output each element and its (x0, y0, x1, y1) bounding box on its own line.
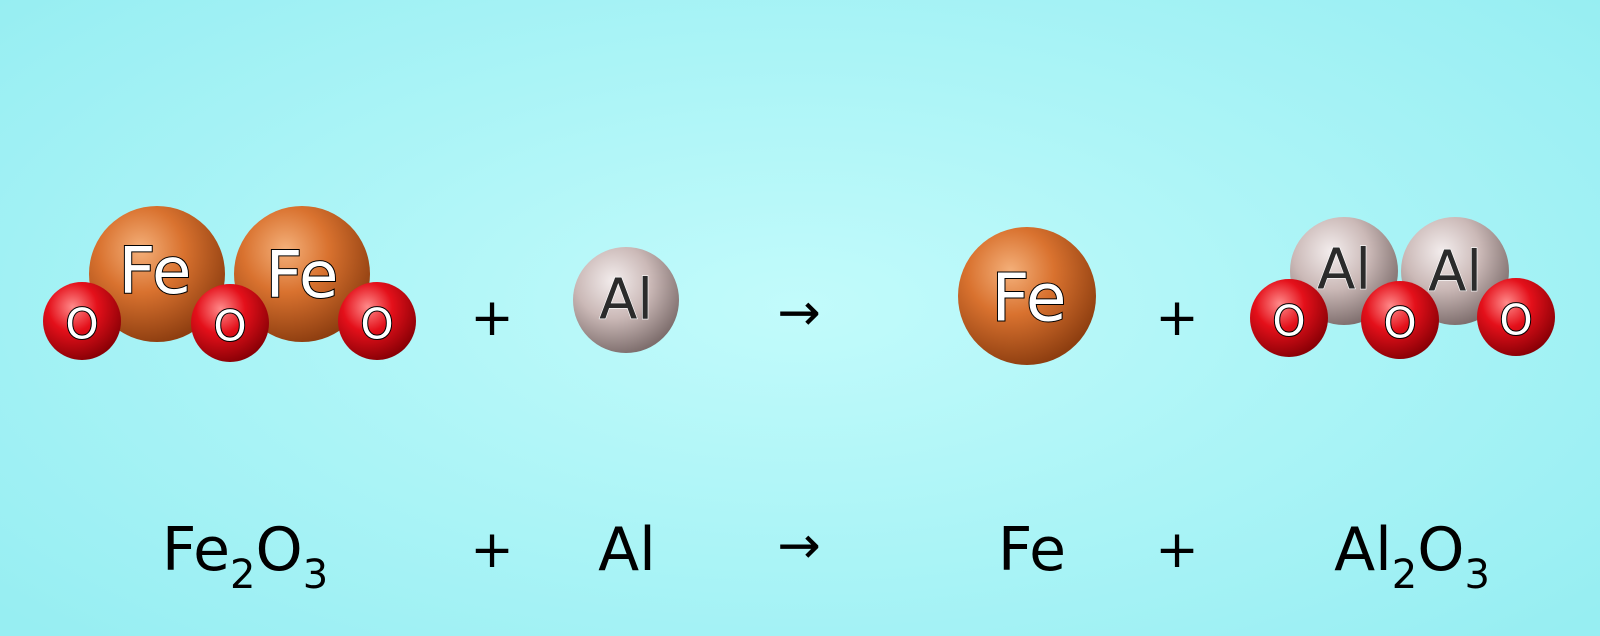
o-atom: O (1361, 281, 1439, 359)
formula-element: O (255, 515, 302, 585)
o-atom-sphere (191, 284, 269, 362)
formula-subscript: 3 (303, 552, 328, 598)
al-atom-label: Al (1317, 238, 1371, 303)
fe-atom-sphere (958, 227, 1096, 365)
al-atom: Al (573, 247, 679, 353)
plus-sign: + (470, 288, 514, 348)
o-atom: O (1477, 278, 1555, 356)
o-atom-label: O (65, 300, 98, 349)
reaction-arrow: → (777, 516, 821, 576)
plus-sign: + (1155, 520, 1199, 580)
o-atom-label: O (1499, 296, 1532, 345)
al-atom-sphere (573, 247, 679, 353)
formula-element: Al (1334, 515, 1392, 585)
fe-atom: Fe (89, 206, 225, 342)
fe-atom: Fe (958, 227, 1096, 365)
al-molecule: Al (573, 247, 679, 353)
o-atom: O (338, 282, 416, 360)
formula-al2o3: Al2O3 (1334, 515, 1490, 598)
formula-subscript: 2 (1392, 552, 1417, 598)
o-atom-sphere (1361, 281, 1439, 359)
o-atom-label: O (360, 300, 393, 349)
al-atom-label: Al (1428, 240, 1482, 305)
o-atom: O (191, 284, 269, 362)
fe-atom-label: Fe (119, 235, 192, 309)
o-atom-sphere (1477, 278, 1555, 356)
o-atom-sphere (43, 282, 121, 360)
fe-atom-sphere (234, 206, 370, 342)
fe-atom-label: Fe (266, 239, 339, 313)
plus-sign: + (470, 520, 514, 580)
o-atom-label: O (213, 302, 246, 351)
fe2o3-molecule: Fe Fe O O O (43, 206, 416, 362)
formula-element: O (1417, 515, 1464, 585)
o-atom-label: O (1383, 299, 1416, 348)
formula-al: Al (598, 515, 656, 585)
al2o3-molecule: Al Al O O O (1250, 217, 1555, 359)
o-atom-sphere (338, 282, 416, 360)
formula-subscript: 2 (230, 552, 255, 598)
fe-atom-label: Fe (992, 260, 1067, 337)
formula-element: Fe (162, 515, 230, 585)
o-atom-sphere (1250, 279, 1328, 357)
al-atom-label: Al (599, 268, 653, 333)
formula-fe2o3: Fe2O3 (162, 515, 328, 598)
fe-atom-sphere (89, 206, 225, 342)
formula-subscript: 3 (1464, 552, 1489, 598)
fe-molecule: Fe (958, 227, 1096, 365)
o-atom-label: O (1272, 297, 1305, 346)
o-atom: O (43, 282, 121, 360)
fe-atom: Fe (234, 206, 370, 342)
o-atom: O (1250, 279, 1328, 357)
plus-sign: + (1155, 288, 1199, 348)
reaction-arrow: → (777, 283, 821, 343)
formula-fe: Fe (998, 515, 1066, 585)
